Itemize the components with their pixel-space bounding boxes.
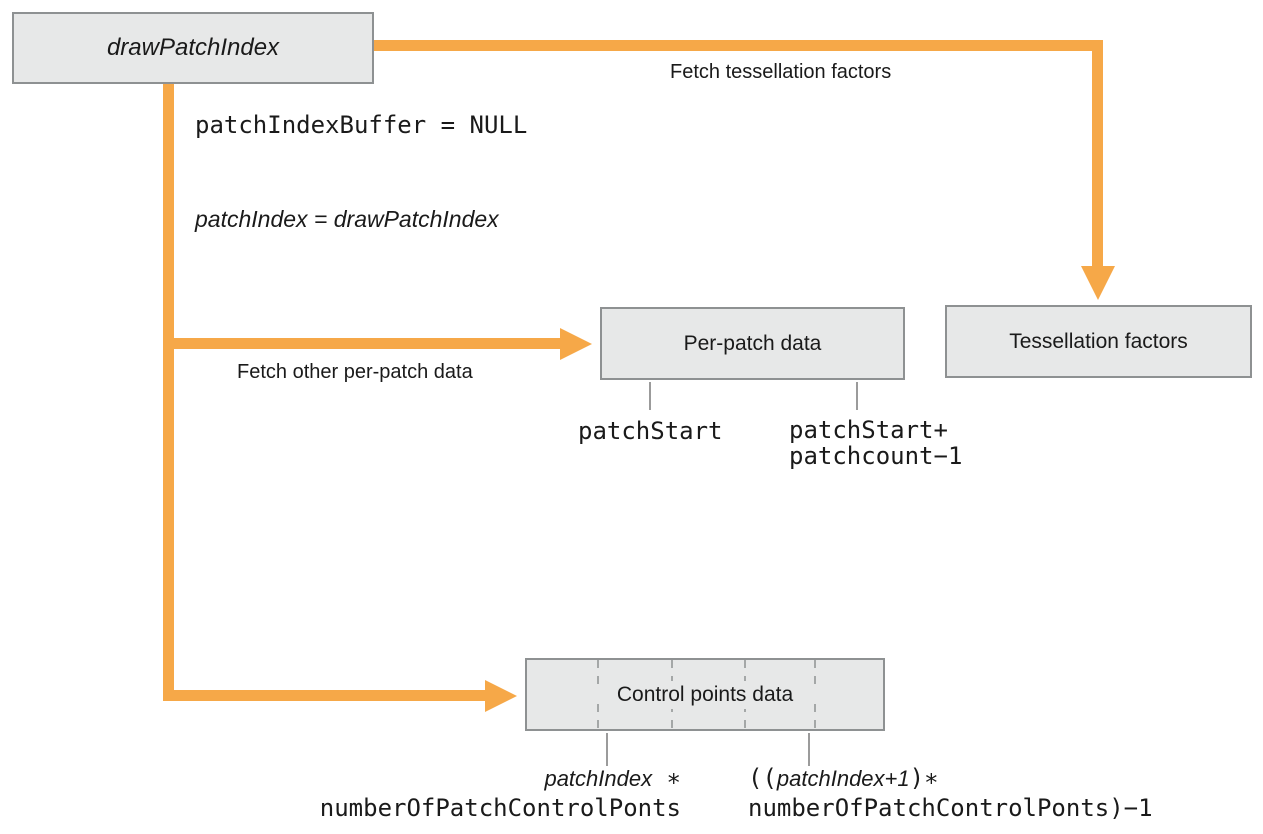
control-points-end-tick: [808, 733, 810, 766]
control-points-start-label: patchIndex ∗ numberOfPatchControlPonts: [320, 765, 681, 821]
fetch-tessellation-arrow-vertical: [1092, 40, 1103, 268]
fetch-tessellation-label: Fetch tessellation factors: [670, 61, 892, 83]
node-draw-patch-index-label: drawPatchIndex: [106, 34, 280, 61]
patch-end-label-line1: patchStart+: [789, 416, 948, 444]
patch-start-label: patchStart: [578, 417, 723, 445]
fetch-tessellation-arrow-horizontal: [374, 40, 1094, 51]
patch-index-assignment-annotation: patchIndex = drawPatchIndex: [195, 206, 499, 232]
node-control-points-data: Control points data: [525, 658, 885, 731]
control-points-start-label-line1: patchIndex ∗: [544, 764, 681, 792]
draw-patch-index-trunk-line: [163, 84, 174, 701]
control-points-end-label-line1: ((patchIndex+1)∗: [748, 764, 939, 792]
control-points-end-label-line2: numberOfPatchControlPonts)−1: [748, 794, 1153, 822]
control-points-arrow: [163, 690, 485, 701]
control-points-end-label: ((patchIndex+1)∗ numberOfPatchControlPon…: [748, 765, 1153, 821]
patch-end-label: patchStart+ patchcount−1: [789, 417, 962, 469]
fetch-per-patch-label: Fetch other per-patch data: [237, 361, 473, 383]
arrowhead-right-icon: [485, 680, 517, 712]
per-patch-start-tick: [649, 382, 651, 410]
node-draw-patch-index: drawPatchIndex: [12, 12, 374, 84]
per-patch-end-tick: [856, 382, 858, 410]
node-control-points-data-label: Control points data: [606, 680, 804, 709]
patch-end-label-line2: patchcount−1: [789, 442, 963, 470]
arrowhead-right-icon: [560, 328, 592, 360]
control-points-start-tick: [606, 733, 608, 766]
control-points-cell-divider: [814, 660, 816, 729]
node-tessellation-factors-label: Tessellation factors: [1009, 329, 1188, 353]
control-points-start-label-line2: numberOfPatchControlPonts: [319, 794, 681, 822]
node-tessellation-factors: Tessellation factors: [945, 305, 1252, 378]
patch-index-buffer-annotation: patchIndexBuffer = NULL: [195, 111, 528, 139]
fetch-per-patch-arrow: [163, 338, 560, 349]
node-per-patch-data-label: Per-patch data: [683, 331, 822, 355]
control-points-cell-divider: [597, 660, 599, 729]
arrowhead-down-icon: [1081, 266, 1115, 300]
node-per-patch-data: Per-patch data: [600, 307, 905, 380]
